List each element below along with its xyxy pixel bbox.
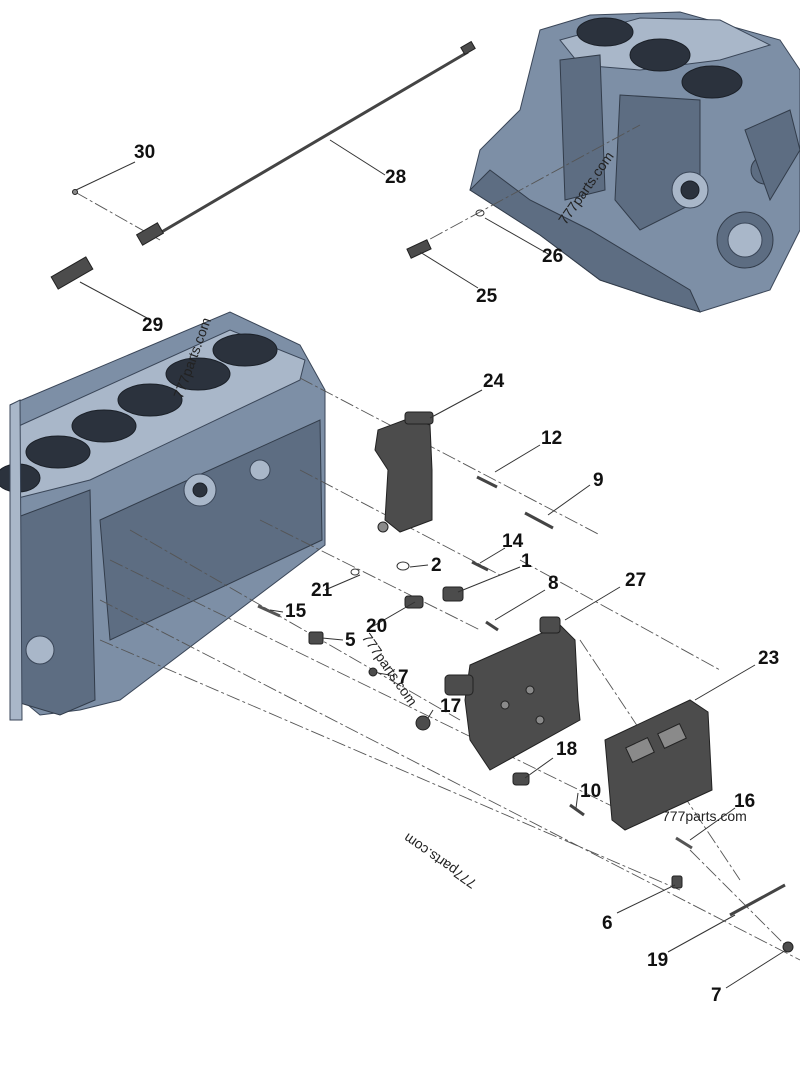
callout-14: 14	[502, 531, 524, 552]
callout-1: 1	[521, 551, 532, 572]
callout-15: 15	[285, 601, 307, 622]
callout-21: 21	[311, 580, 333, 601]
callout-12: 12	[541, 428, 563, 449]
callout-26: 26	[542, 246, 564, 267]
watermark-right: 777parts.com	[662, 808, 747, 824]
dipstick-assembly	[50, 40, 476, 290]
callout-2: 2	[431, 555, 442, 576]
callout-18: 18	[556, 739, 578, 760]
callout-5: 5	[345, 630, 356, 651]
bracket-part-24	[374, 411, 434, 533]
callout-9: 9	[593, 470, 604, 491]
callout-23: 23	[758, 648, 780, 669]
callout-6: 6	[602, 913, 613, 934]
callout-25: 25	[476, 286, 498, 307]
callout-28: 28	[385, 167, 407, 188]
callout-30: 30	[134, 142, 156, 163]
engine-block-rear-view	[469, 11, 800, 313]
sensor-part-25	[406, 239, 432, 259]
callout-16: 16	[734, 791, 756, 812]
callout-27: 27	[625, 570, 647, 591]
leader-lines	[75, 139, 787, 989]
ecm-module-23	[604, 699, 713, 831]
ecm-mounting-plate-27	[444, 616, 581, 771]
callout-10: 10	[580, 781, 602, 802]
callout-24: 24	[483, 371, 505, 392]
callout-29: 29	[142, 315, 164, 336]
engine-block-main	[0, 311, 326, 721]
oring-part-26	[475, 209, 485, 217]
callout-8: 8	[548, 573, 559, 594]
alignment-lines	[74, 124, 800, 961]
callout-19: 19	[647, 950, 669, 971]
callout-20: 20	[366, 616, 388, 637]
callout-17: 17	[440, 696, 462, 717]
callout-7-upper: 7	[398, 667, 409, 688]
callout-7-lower: 7	[711, 985, 722, 1006]
